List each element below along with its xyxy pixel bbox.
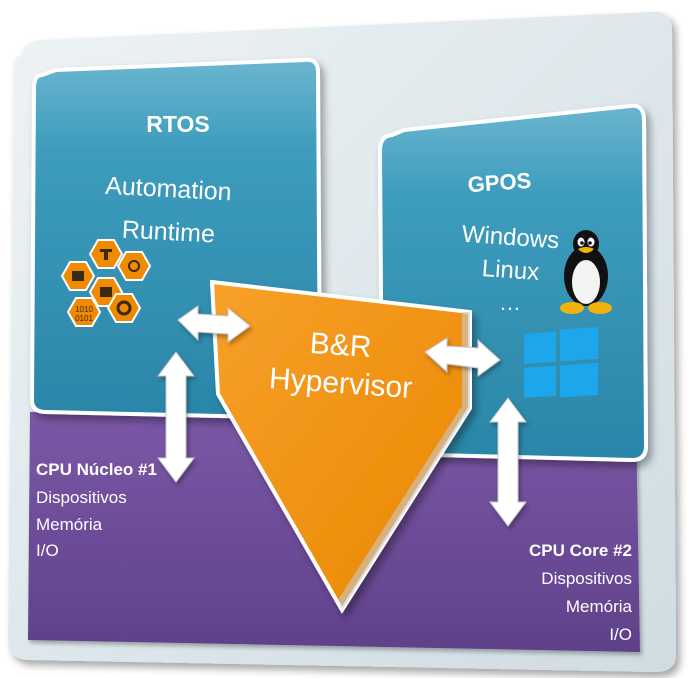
core2-io: I/O	[609, 625, 632, 644]
rtos-title: RTOS	[146, 111, 209, 137]
linux-penguin-icon	[560, 230, 612, 314]
core1-io: I/O	[36, 541, 59, 560]
arrow-rtos-core1	[157, 351, 195, 483]
core2-devices: Dispositivos	[541, 569, 632, 588]
windows-logo-icon	[524, 326, 598, 398]
arrow-gpos-core2	[489, 397, 527, 527]
gpos-line-linux: Linux	[481, 255, 540, 286]
core1-title: CPU Núcleo #1	[36, 460, 157, 479]
hex-binary-label-2: 0101	[75, 314, 93, 323]
automation-runtime-icon: 1010 0101	[60, 239, 152, 327]
arrow-hypervisor-gpos	[424, 337, 501, 377]
core1-memory: Memória	[36, 515, 103, 534]
core2-title: CPU Core #2	[529, 541, 632, 560]
gpos-line-ellipsis: …	[499, 290, 521, 315]
rtos-line-runtime: Runtime	[121, 216, 215, 249]
hypervisor-line-br: B&R	[309, 327, 373, 364]
gpos-title: GPOS	[467, 168, 532, 197]
hypervisor-shield	[209, 279, 472, 614]
core2-memory: Memória	[566, 597, 633, 616]
arrow-rtos-hypervisor	[177, 305, 251, 343]
rtos-line-automation: Automation	[105, 172, 233, 207]
hex-binary-label: 1010	[75, 305, 93, 314]
core1-devices: Dispositivos	[36, 488, 127, 507]
